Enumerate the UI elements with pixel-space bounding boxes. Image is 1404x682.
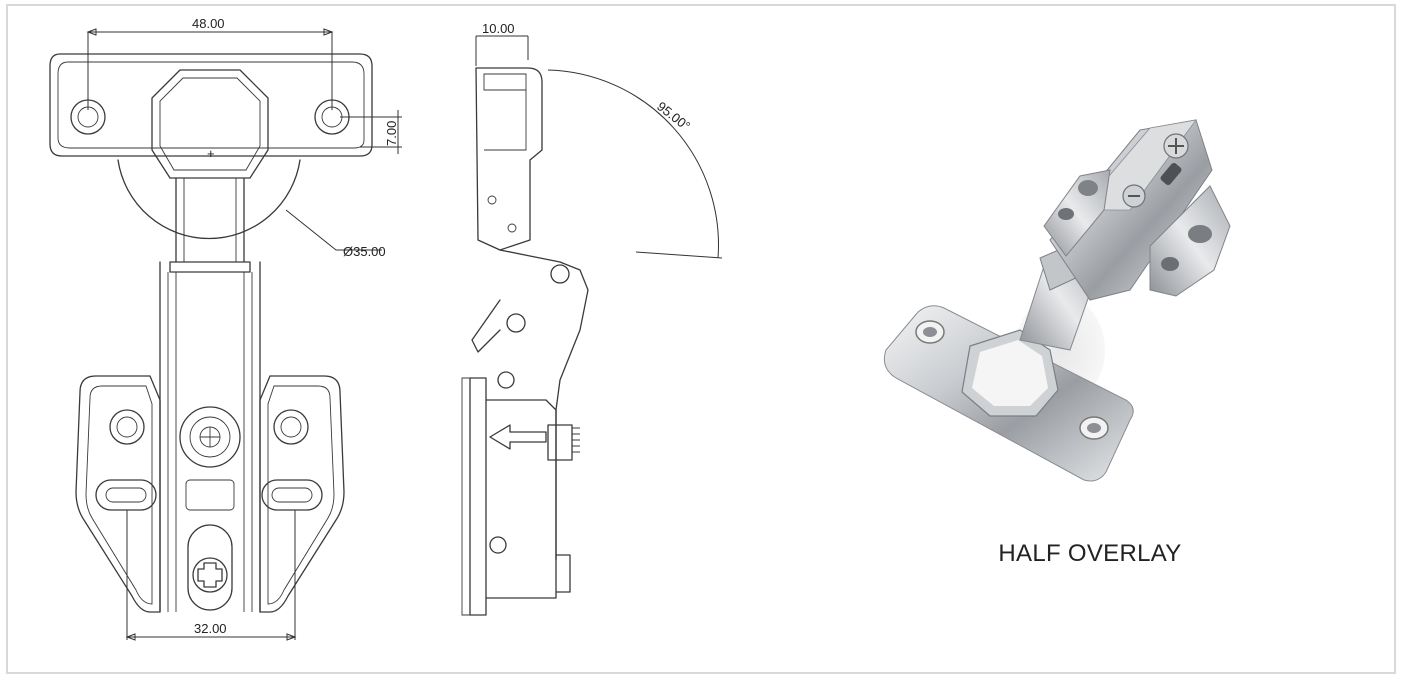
hinge-product-image [883,119,1231,482]
adjust-screw-top [179,406,241,468]
arrow-mark [489,424,547,450]
base-plate-left [75,375,161,613]
cup-side [475,67,543,251]
dim-10: 10.00 [482,21,515,36]
svg-text:+: + [207,146,215,161]
side-view: 10.00 95.00° [461,21,723,616]
adjust-screw-bottom [192,557,228,593]
front-view: + 48.00 7.00 [49,16,402,641]
dim-48: 48.00 [192,16,225,31]
dim-cup-diameter: Ø35.00 [343,244,386,259]
product-caption: HALF OVERLAY [998,540,1182,567]
cup-outline [117,159,301,240]
drawing-frame [6,4,1396,674]
dim-32: 32.00 [194,621,227,636]
mounting-plate-side [469,377,487,616]
dim-7: 7.00 [384,121,399,146]
base-plate-right [259,375,345,613]
cup-opening [151,69,269,179]
mounting-plate [49,53,373,157]
